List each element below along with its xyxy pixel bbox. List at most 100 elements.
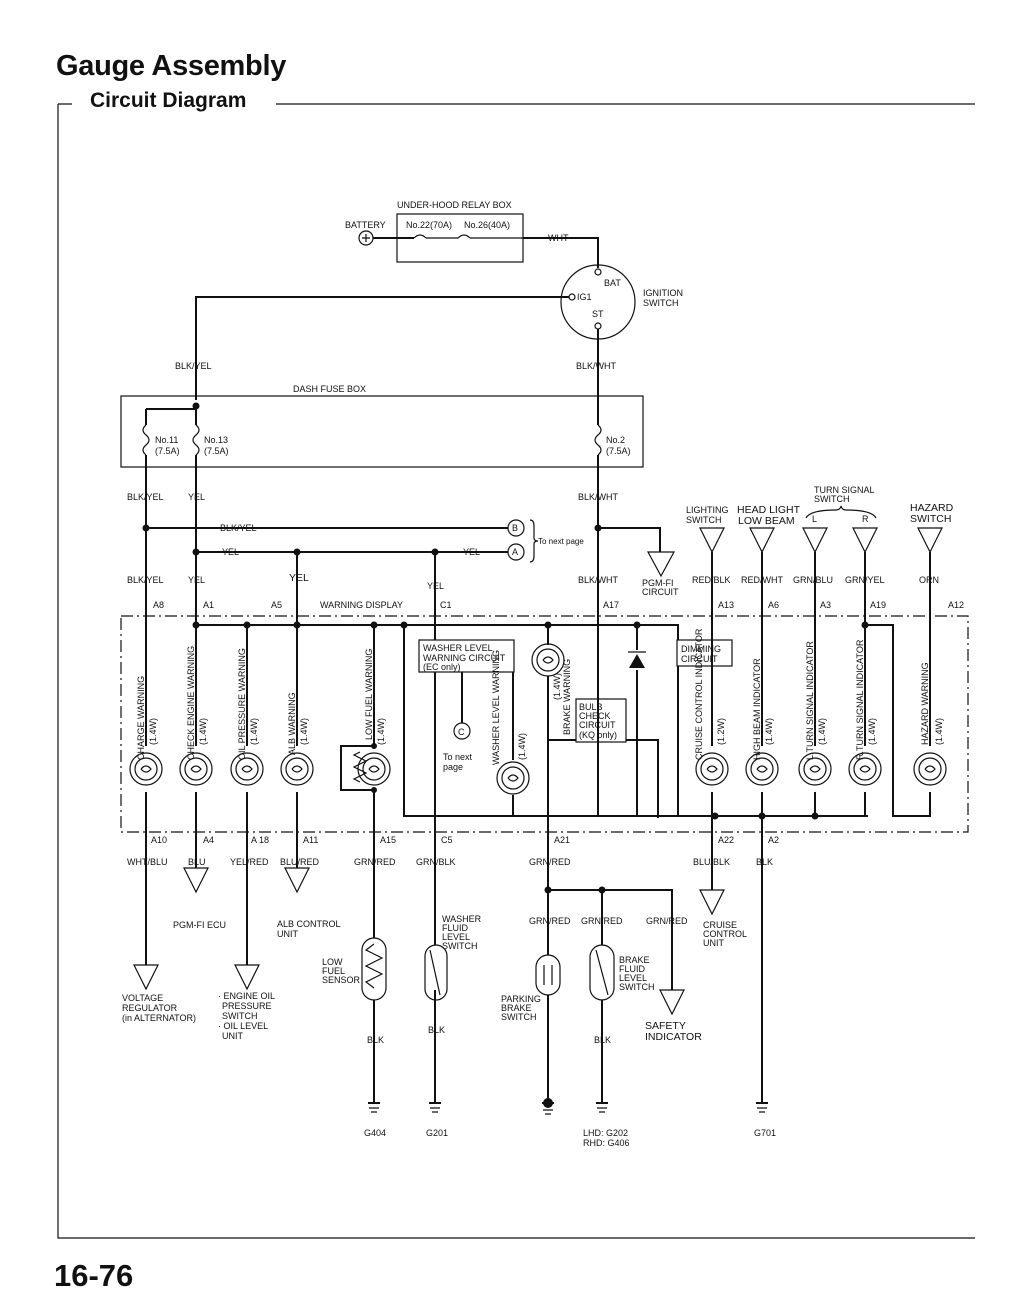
lamp-watt: (1.4W) (517, 733, 527, 760)
internal-wiring (145, 616, 931, 832)
connector-label: A15 (380, 835, 396, 845)
fuse-no2-icon (594, 424, 602, 456)
fuse-no13-label-1: No.13 (204, 435, 228, 445)
washer-circuit-label-1: WASHER LEVEL (423, 643, 493, 653)
component-labels: UNDER-HOOD RELAY BOX BATTERY No.22(70A) … (127, 200, 964, 772)
fuse-no11-icon (142, 424, 150, 456)
lamp-label: CHECK ENGINE WARNING (186, 646, 196, 760)
cruise-control-label-2: CONTROL (703, 929, 747, 939)
pgm-fi-ecu-label: PGM-FI ECU (173, 920, 226, 930)
ground-icon (542, 1098, 554, 1115)
connector-b-label: B (512, 523, 518, 533)
lamp-label: ALB WARNING (287, 692, 297, 755)
wire-label: YEL/RED (230, 857, 269, 867)
dash-fuse-box (120, 395, 644, 616)
wire-label: GRN/BLU (793, 575, 833, 585)
bulb-check-label-4: (KQ only) (579, 730, 617, 740)
wire-label: GRN/RED (354, 857, 396, 867)
connector-a-label: A (512, 547, 518, 557)
lamp-watt: (1.4W) (934, 718, 944, 745)
alb-control-label-2: UNIT (277, 929, 298, 939)
turn-signal-switch-label-2: SWITCH (814, 494, 850, 504)
page-title: Gauge Assembly (56, 50, 287, 82)
parking-brake-label-2: BRAKE (501, 1003, 532, 1013)
lighting-switch-icon (699, 527, 725, 554)
fuse-no13-label-2: (7.5A) (204, 446, 229, 456)
fuse-no26-label: No.26(40A) (464, 220, 510, 230)
bulb-check-label-3: CIRCUIT (579, 720, 616, 730)
wire-label: BLU/BLK (693, 857, 730, 867)
voltage-regulator-label-2: REGULATOR (122, 1003, 178, 1013)
engine-oil-label-5: UNIT (222, 1031, 243, 1041)
parking-brake-label-1: PARKING (501, 994, 541, 1004)
cruise-control-label-1: CRUISE (703, 920, 737, 930)
lamp-label: WASHER LEVEL WARNING (491, 650, 501, 765)
to-next-page-c-label-1: To next (443, 752, 473, 762)
pgm-fi-circuit-label-1: PGM-FI (642, 578, 674, 588)
fuse-no11-label-1: No.11 (155, 435, 178, 445)
wire-label: YEL (463, 547, 480, 557)
wire-label: BLK (594, 1035, 611, 1045)
wire-label: BLK/YEL (220, 523, 257, 533)
lamp-watt: (1.4W) (249, 718, 259, 745)
wire-blk-yel-label: BLK/YEL (175, 361, 212, 371)
connector-label: A12 (948, 600, 964, 610)
external-lower-wiring (133, 832, 763, 1103)
connector-label: C1 (440, 600, 452, 610)
parking-brake-label-3: SWITCH (501, 1012, 537, 1022)
to-next-page-c-label-2: page (443, 762, 463, 772)
wire-label: GRN/RED (646, 916, 688, 926)
lamp-bulb-icon (230, 752, 264, 786)
pgm-fi-circuit-icon (646, 551, 676, 578)
wire-wht-label: WHT (548, 233, 569, 243)
voltage-regulator-label-3: (in ALTERNATOR) (122, 1013, 196, 1023)
lamp-watt: (1.4W) (376, 718, 386, 745)
engine-oil-label-4: · OIL LEVEL (218, 1021, 268, 1031)
bulb-check-label-1: BULB (579, 702, 603, 712)
lamp-bulb-icon (129, 752, 163, 786)
wire-label: BLK (367, 1035, 384, 1045)
fuse-no2-label-2: (7.5A) (606, 446, 631, 456)
page-subtitle: Circuit Diagram (84, 89, 253, 113)
brake-fluid-label-1: BRAKE (619, 955, 650, 965)
relay-box-label: UNDER-HOOD RELAY BOX (397, 200, 512, 210)
pgm-fi-circuit-label-2: CIRCUIT (642, 587, 679, 597)
power-source (195, 213, 636, 400)
lamp-watt: (1.2W) (716, 718, 726, 745)
connector-label: A21 (554, 835, 570, 845)
wire-label: ORN (919, 575, 939, 585)
lamp-bulb-icon (913, 752, 947, 786)
lamp-label: HIGH BEAM INDICATOR (752, 658, 762, 760)
lamp-watt: (1.4W) (764, 718, 774, 745)
safety-indicator-label-2: INDICATOR (645, 1031, 702, 1043)
turn-r-icon (852, 527, 878, 554)
ignition-switch-label-1: IGNITION (643, 288, 683, 298)
ground-icon (596, 1102, 608, 1113)
wire-label: BLK (428, 1025, 445, 1035)
wire-label: YEL (289, 572, 309, 584)
bus-branches (142, 519, 676, 616)
low-fuel-sensor-label-1: LOW (322, 957, 343, 967)
hazard-switch-label-2: SWITCH (910, 513, 951, 525)
lighting-switch-label-1: LIGHTING (686, 505, 729, 515)
ground-icon (368, 1102, 380, 1113)
turn-signal-switch-label-1: TURN SIGNAL (814, 485, 875, 495)
lamp-bulb-icon (496, 761, 530, 795)
wire-label: YEL (427, 581, 444, 591)
wire-blk-wht-label: BLK/WHT (576, 361, 617, 371)
to-next-page-label: To next page (538, 537, 584, 546)
washer-circuit-label-3: (EC only) (423, 662, 461, 672)
alb-control-unit-icon (284, 867, 310, 894)
washer-fluid-label-2: FLUID (442, 923, 469, 933)
washer-fluid-label-3: LEVEL (442, 932, 470, 942)
connector-label: A3 (820, 600, 831, 610)
connector-label: A17 (603, 600, 619, 610)
lamp-bulb-icon (798, 752, 832, 786)
lamp-bulb-icon (280, 752, 314, 786)
page-number: 16-76 (54, 1258, 134, 1293)
connector-label: C5 (441, 835, 453, 845)
ground-icon (429, 1102, 441, 1113)
lamp-bulb-icon (695, 752, 729, 786)
ground-label: G404 (364, 1128, 386, 1138)
hazard-switch-icon (917, 527, 943, 554)
